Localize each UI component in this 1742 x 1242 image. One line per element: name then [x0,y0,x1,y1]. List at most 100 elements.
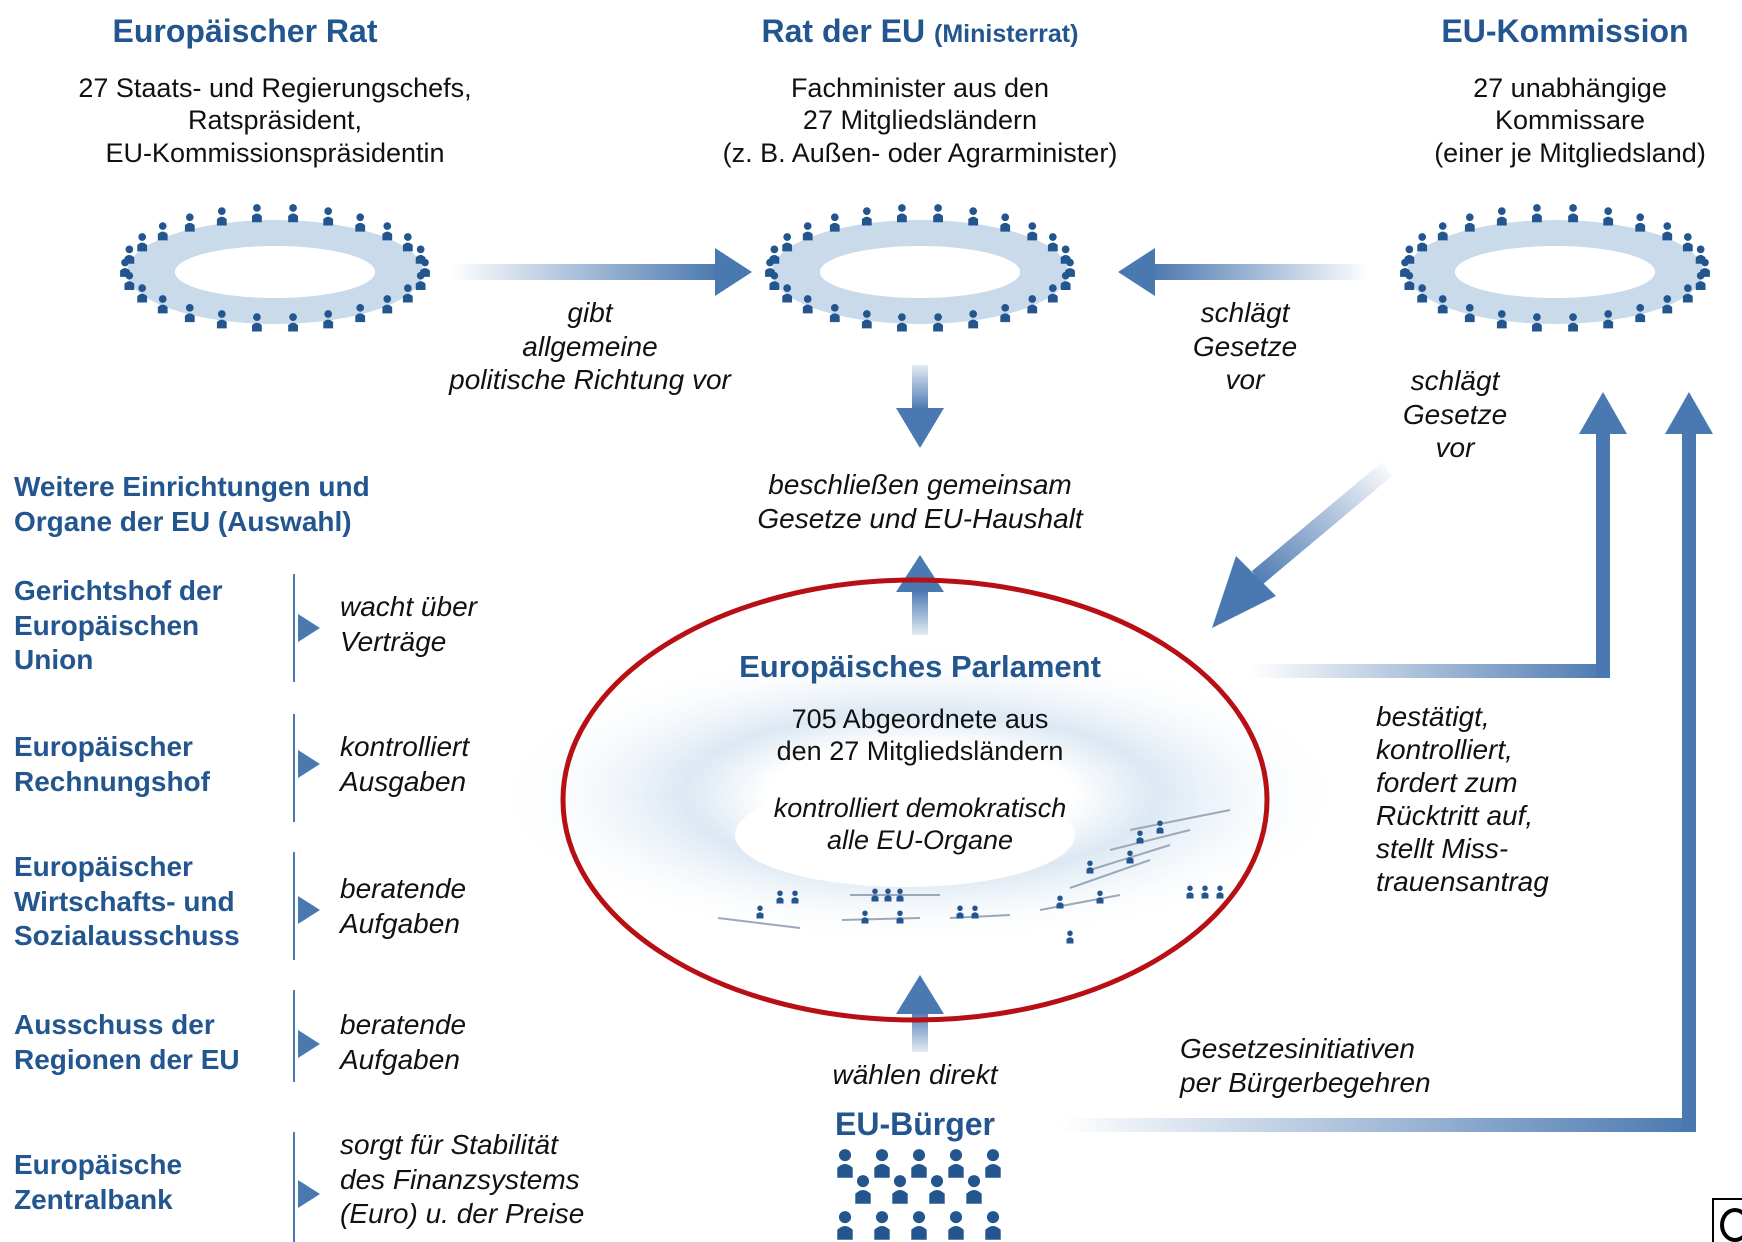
person-icon [791,890,799,904]
person-icon [1682,284,1693,303]
bench [1129,809,1231,831]
person-icon [956,905,964,919]
person-icon [897,204,907,223]
bench [1039,894,1121,911]
label-bestaetigt: bestätigt, kontrolliert, fordert zum Rüc… [1376,701,1549,898]
person-icon [892,1175,908,1204]
person-icon [968,310,979,329]
sidebar-item-gerichtshof: Gerichtshof der Europäischen Union [14,575,223,676]
person-icon [1635,213,1646,232]
arrow-kommission-to-rateu [1118,248,1370,296]
person-icon [124,245,135,264]
person-icon [971,905,979,919]
person-icon [933,313,943,332]
person-icon [1066,930,1074,944]
person-icon [216,310,227,329]
person-icon [252,313,262,332]
person-icon [897,313,907,332]
person-icon [1695,245,1706,264]
person-icon [837,1211,853,1240]
bench [1069,859,1151,889]
person-icon [1216,885,1224,899]
person-icon [861,310,872,329]
sidebar-desc-zentralbank: sorgt für Stabilität des Finanzsystems (… [340,1129,585,1230]
sidebar-desc-wirtschaftsausschuss: beratende Aufgaben [340,873,467,939]
sidebar-heading: Weitere Einrichtungen und Organe der EU … [14,471,370,537]
person-icon [782,233,793,252]
parliament-inner [735,783,1075,887]
person-icon [1568,204,1578,223]
person-icon [1568,313,1578,332]
title-eu-kommission: EU-Kommission [1441,13,1689,49]
person-icon [1096,890,1104,904]
person-icon [1635,303,1646,323]
person-icon [1603,207,1614,226]
person-icon [1000,303,1011,323]
arrow-kommission-to-parlament [1212,462,1392,628]
person-icon [1464,303,1475,323]
person-icon [1532,313,1542,332]
person-icon [1496,207,1507,226]
arrow-parlament-to-kommission [1250,392,1627,678]
person-icon [782,284,793,303]
arrow-parlament-up [896,555,944,635]
person-icon [1662,295,1673,314]
person-icon [1126,850,1134,864]
person-icon [871,888,879,902]
person-icon [1404,245,1415,264]
bench [1109,829,1191,851]
meeting-table-kommission [1400,204,1710,332]
sidebar-desc-gerichtshof: wacht über Verträge [340,591,477,657]
person-icon [1464,213,1475,232]
person-icon [288,204,298,223]
person-icon [1086,860,1094,874]
person-icon [1060,271,1071,291]
sidebar-item-ausschuss-regionen: Ausschuss der Regionen der EU [14,1009,240,1075]
person-icon [929,1175,945,1204]
person-icon [829,303,840,323]
arrow-rateu-down [896,365,944,448]
person-icon [861,207,872,226]
label-schlaegt-gesetze-vor-1: schlägt Gesetze vor [1192,297,1298,396]
desc-eu-kommission: 27 unabhängige Kommissare (einer je Mitg… [1434,73,1706,168]
person-icon [1156,820,1164,834]
sidebar-item-wirtschaftsausschuss: Europäischer Wirtschafts- und Sozialauss… [14,851,240,952]
person-icon [802,295,813,314]
person-icon [1047,284,1058,303]
person-icon [884,888,892,902]
person-icon [184,213,195,232]
person-icon [402,284,413,303]
person-icon [1000,213,1011,232]
sidebar-dividers [293,574,320,1242]
bench [841,917,921,921]
label-gesetzesinitiativen: Gesetzesinitiativen per Bürgerbegehren [1180,1033,1431,1098]
label-schlaegt-gesetze-vor-2: schlägt Gesetze vor [1402,365,1508,464]
title-europaeisches-parlament: Europäisches Parlament [739,649,1101,684]
sidebar-desc-rechnungshof: kontrolliert Ausgaben [340,731,470,797]
desc-europaeischer-rat: 27 Staats- und Regierungschefs, Ratspräs… [78,73,472,168]
person-icon [1201,885,1209,899]
person-icon [948,1149,964,1178]
person-icon [948,1211,964,1240]
meeting-table-rat [120,204,430,332]
highlight-ellipse [560,577,1270,1023]
person-icon [933,204,943,223]
arrow-rat-to-rateu [450,248,752,296]
person-icon [402,233,413,252]
desc-europaeisches-parlament: 705 Abgeordnete aus den 27 Mitgliedsländ… [776,704,1064,767]
desc-rat-der-eu: Fachminister aus den 27 Mitgliedsländern… [722,73,1118,168]
person-icon [382,222,393,241]
person-icon [184,303,195,323]
person-icon [1496,310,1507,329]
parliament-benches [717,809,1231,944]
person-icon [911,1149,927,1178]
title-europaeischer-rat: Europäischer Rat [112,13,378,49]
person-icon [1027,295,1038,314]
person-icon [288,313,298,332]
person-icon [861,910,869,924]
person-icon [1417,284,1428,303]
person-icon [1047,233,1058,252]
arrow-buerger-to-kommission [1060,392,1713,1132]
person-icon [216,207,227,226]
person-icon [355,213,366,232]
